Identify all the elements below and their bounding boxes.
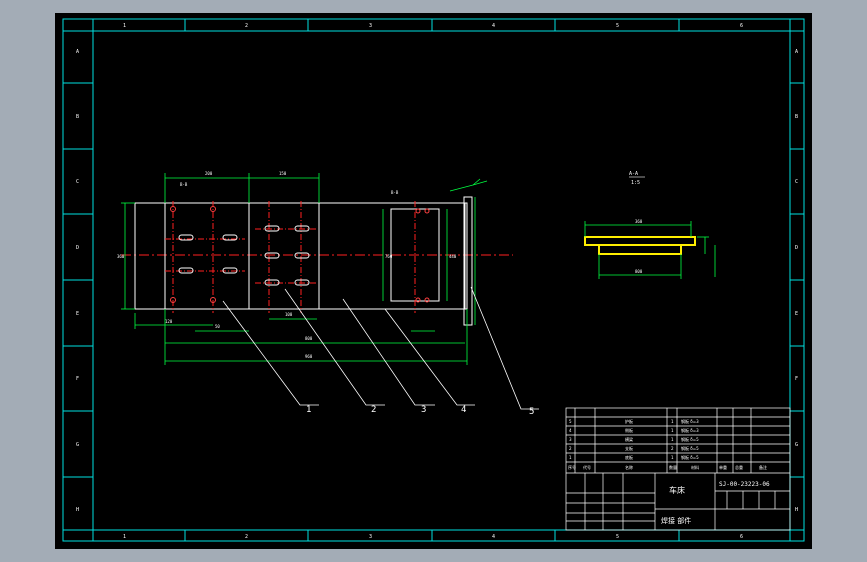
zone-row-d: D — [76, 245, 79, 251]
zone-col-2-top: 2 — [245, 23, 248, 29]
section-title: A-A — [629, 171, 638, 177]
bom-mat-5: 钢板 δ=3 — [681, 418, 699, 424]
dim-text-8: 50 — [215, 324, 220, 329]
zone-row-c: C — [76, 179, 79, 185]
section-scale: 1:5 — [631, 180, 640, 186]
zone-col-2-bottom: 2 — [245, 534, 248, 540]
part-number: SJ-00-23223-06 — [719, 481, 770, 488]
bom-header-material: 材料 — [691, 464, 699, 470]
frame-outline — [164, 202, 468, 310]
bom-name-2: 支板 — [625, 445, 633, 451]
zone-row-c-right: C — [795, 179, 798, 185]
zone-col-6-top: 6 — [740, 23, 743, 29]
zone-col-4-top: 4 — [492, 23, 495, 29]
zone-row-a-right: A — [795, 49, 798, 55]
zone-row-g-right: G — [795, 442, 798, 448]
section-dim-top: 360 — [635, 219, 643, 224]
drawing-sheet: 1 2 3 4 5 6 1 2 3 4 5 6 A B C D E F G H … — [55, 13, 812, 549]
bom-qty-1: 1 — [671, 455, 674, 460]
bom-mat-4: 钢板 δ=3 — [681, 427, 699, 433]
leader-label-4: 4 — [461, 405, 466, 415]
zone-col-3-top: 3 — [369, 23, 372, 29]
bom-qty-3: 1 — [671, 437, 674, 442]
zone-row-d-right: D — [795, 245, 798, 251]
bom-name-5: 护板 — [625, 418, 633, 424]
bom-qty-4: 1 — [671, 428, 674, 433]
zone-col-5-top: 5 — [616, 23, 619, 29]
bom-header-name: 名称 — [625, 464, 633, 470]
bom-no-2: 2 — [569, 446, 572, 451]
callout-label-2: B-B — [180, 182, 188, 187]
dim-text-2: 150 — [279, 171, 287, 176]
callout-label: B-B — [391, 190, 399, 195]
outer-frame — [62, 18, 805, 542]
dim-text-5: 360 — [117, 254, 125, 259]
bom-header-remark: 备注 — [759, 464, 767, 470]
zone-row-e-right: E — [795, 311, 798, 317]
dim-text-1: 200 — [205, 171, 213, 176]
bom-no-5: 5 — [569, 419, 572, 424]
leader-label-2: 2 — [371, 405, 376, 415]
bom-header-no: 序号 — [568, 464, 576, 470]
zone-row-f: F — [76, 376, 79, 382]
dim-text-3: 120 — [165, 319, 173, 324]
dim-text-4: 100 — [285, 312, 293, 317]
title-block — [565, 407, 791, 531]
bom-header-code: 代号 — [583, 464, 591, 470]
cad-drawing: 1 2 3 4 5 6 1 2 3 4 5 6 A B C D E F G H … — [62, 18, 805, 542]
zone-col-3-bottom: 3 — [369, 534, 372, 540]
zone-row-g: G — [76, 442, 79, 448]
bom-no-4: 4 — [569, 428, 572, 433]
zone-row-b: B — [76, 114, 79, 120]
bom-mat-3: 钢板 δ=5 — [681, 436, 699, 442]
bom-header-unit-wt: 单重 — [719, 464, 727, 470]
zone-row-h: H — [76, 507, 79, 513]
section-web — [598, 244, 682, 255]
bom-mat-1: 钢板 δ=5 — [681, 454, 699, 460]
zone-row-h-right: H — [795, 507, 798, 513]
leader-label-5: 5 — [529, 407, 534, 417]
bom-name-4: 侧板 — [625, 427, 633, 433]
section-dim-bottom: 800 — [635, 269, 643, 274]
zone-col-6-bottom: 6 — [740, 534, 743, 540]
section-view: A-A 1:5 360 800 — [584, 171, 716, 279]
leader-label-1: 1 — [306, 405, 311, 415]
zone-col-1-bottom: 1 — [123, 534, 126, 540]
leader-label-3: 3 — [421, 405, 426, 415]
drawing-name: 焊接 部件 — [661, 516, 691, 525]
bom-header-total-wt: 总重 — [735, 464, 743, 470]
zone-col-1-top: 1 — [123, 23, 126, 29]
bom-no-3: 3 — [569, 437, 572, 442]
zone-ticks — [63, 19, 804, 541]
bom-qty-5: 1 — [671, 419, 674, 424]
bom-name-3: 横梁 — [625, 436, 633, 442]
zone-col-5-bottom: 5 — [616, 534, 619, 540]
bom-no-1: 1 — [569, 455, 572, 460]
bom-qty-2: 2 — [671, 446, 674, 451]
dim-text-6: 800 — [305, 336, 313, 341]
main-view: 200 150 120 100 800 960 50 360 760 440 B… — [117, 171, 539, 417]
company-name: 车床 — [669, 485, 685, 495]
bom-mat-2: 钢板 δ=5 — [681, 445, 699, 451]
zone-col-4-bottom: 4 — [492, 534, 495, 540]
bom-header-qty: 数量 — [669, 464, 677, 470]
dim-text-10: 440 — [449, 254, 457, 259]
dim-text-9: 760 — [385, 254, 393, 259]
end-plate — [463, 196, 473, 326]
zone-row-e: E — [76, 311, 79, 317]
zone-row-b-right: B — [795, 114, 798, 120]
bom-name-1: 底板 — [625, 454, 633, 460]
dim-text-7: 960 — [305, 354, 313, 359]
section-flange — [584, 236, 696, 246]
zone-row-a: A — [76, 49, 79, 55]
zone-row-f-right: F — [795, 376, 798, 382]
